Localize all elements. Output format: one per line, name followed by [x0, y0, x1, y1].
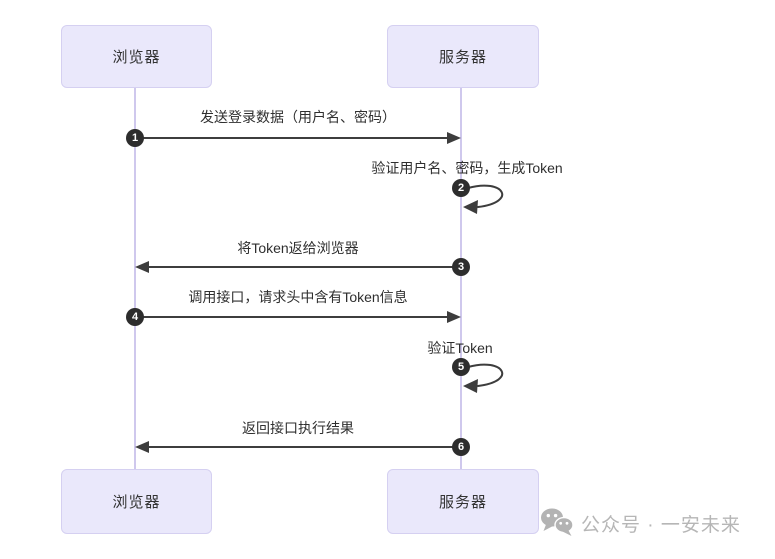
actor-box-server-top: 服务器 [387, 25, 539, 88]
lifeline-server [460, 86, 462, 469]
watermark: 公众号 · 一安未来 [540, 507, 741, 539]
actor-label-browser-top: 浏览器 [112, 49, 161, 66]
message-6-number-badge: 6 [452, 438, 470, 456]
message-2-label: 验证用户名、密码，生成Token [371, 160, 563, 176]
lifeline-browser [134, 86, 136, 469]
message-4-label: 调用接口，请求头中含有Token信息 [188, 289, 408, 305]
message-3-number-badge: 3 [452, 258, 470, 276]
actor-label-server-top: 服务器 [438, 49, 487, 66]
actor-box-browser-top: 浏览器 [61, 25, 212, 88]
message-5-number-badge: 5 [452, 358, 470, 376]
actor-box-server-bottom: 服务器 [387, 469, 539, 534]
message-4-number-badge: 4 [126, 308, 144, 326]
message-6-arrow-line [149, 446, 461, 448]
message-2-number-badge: 2 [452, 179, 470, 197]
message-3-label: 将Token返给浏览器 [237, 240, 359, 256]
message-1-arrow-line [135, 137, 448, 139]
wechat-icon [541, 508, 574, 536]
message-3-arrowhead-icon [135, 261, 149, 273]
message-1-label: 发送登录数据（用户名、密码） [200, 109, 396, 125]
message-6-label: 返回接口执行结果 [242, 420, 354, 436]
message-6-arrowhead-icon [135, 441, 149, 453]
message-3-arrow-line [149, 266, 461, 268]
message-5-self-loop-icon [463, 363, 504, 393]
actor-label-server-bottom: 服务器 [438, 494, 487, 511]
message-5-label: 验证Token [427, 340, 493, 356]
message-1-number-badge: 1 [126, 129, 144, 147]
message-4-arrowhead-icon [447, 311, 461, 323]
message-2-self-loop-icon [463, 184, 504, 214]
message-4-arrow-line [135, 316, 448, 318]
actor-box-browser-bottom: 浏览器 [61, 469, 212, 534]
watermark-text: 公众号 · 一安未来 [581, 514, 741, 536]
message-1-arrowhead-icon [447, 132, 461, 144]
actor-label-browser-bottom: 浏览器 [112, 494, 161, 511]
